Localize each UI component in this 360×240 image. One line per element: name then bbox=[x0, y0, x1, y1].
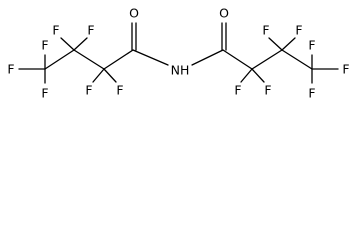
bond bbox=[73, 49, 105, 70]
bond bbox=[268, 37, 283, 51]
atom-F8: F bbox=[234, 83, 241, 98]
atom-F12: F bbox=[308, 38, 315, 53]
bond bbox=[103, 68, 117, 83]
bond bbox=[103, 49, 134, 70]
atom-F4: F bbox=[52, 23, 59, 38]
bond bbox=[44, 49, 75, 70]
atom-F1: F bbox=[41, 38, 48, 53]
atom-F6: F bbox=[85, 83, 92, 98]
bond bbox=[60, 37, 75, 51]
atom-F2: F bbox=[7, 62, 14, 77]
structure-canvas: F F F F F F F O NH O F F F F F F F bbox=[0, 0, 360, 118]
atom-labels: F F F F F F F O NH O F F F F F F F bbox=[7, 6, 349, 101]
bonds bbox=[18, 22, 339, 84]
atom-NH: NH bbox=[171, 63, 190, 78]
molecule-drawing: F F F F F F F O NH O F F F F F F F bbox=[7, 6, 349, 101]
bond bbox=[132, 49, 169, 66]
bond bbox=[73, 37, 88, 51]
bond bbox=[191, 49, 224, 66]
atom-F14: F bbox=[308, 86, 315, 101]
bond bbox=[281, 49, 313, 70]
atom-F7: F bbox=[116, 83, 123, 98]
bond bbox=[240, 68, 253, 83]
atom-F9: F bbox=[264, 83, 271, 98]
bond bbox=[222, 49, 253, 70]
atom-F11: F bbox=[295, 23, 302, 38]
atom-F10: F bbox=[262, 23, 269, 38]
atom-F5: F bbox=[87, 23, 94, 38]
bond bbox=[281, 37, 296, 51]
bond bbox=[251, 49, 283, 70]
atom-O2: O bbox=[219, 6, 229, 21]
atom-F3: F bbox=[41, 86, 48, 101]
atom-F13: F bbox=[342, 62, 349, 77]
bond bbox=[251, 68, 265, 83]
atom-O1: O bbox=[129, 6, 139, 21]
bond bbox=[92, 68, 105, 83]
